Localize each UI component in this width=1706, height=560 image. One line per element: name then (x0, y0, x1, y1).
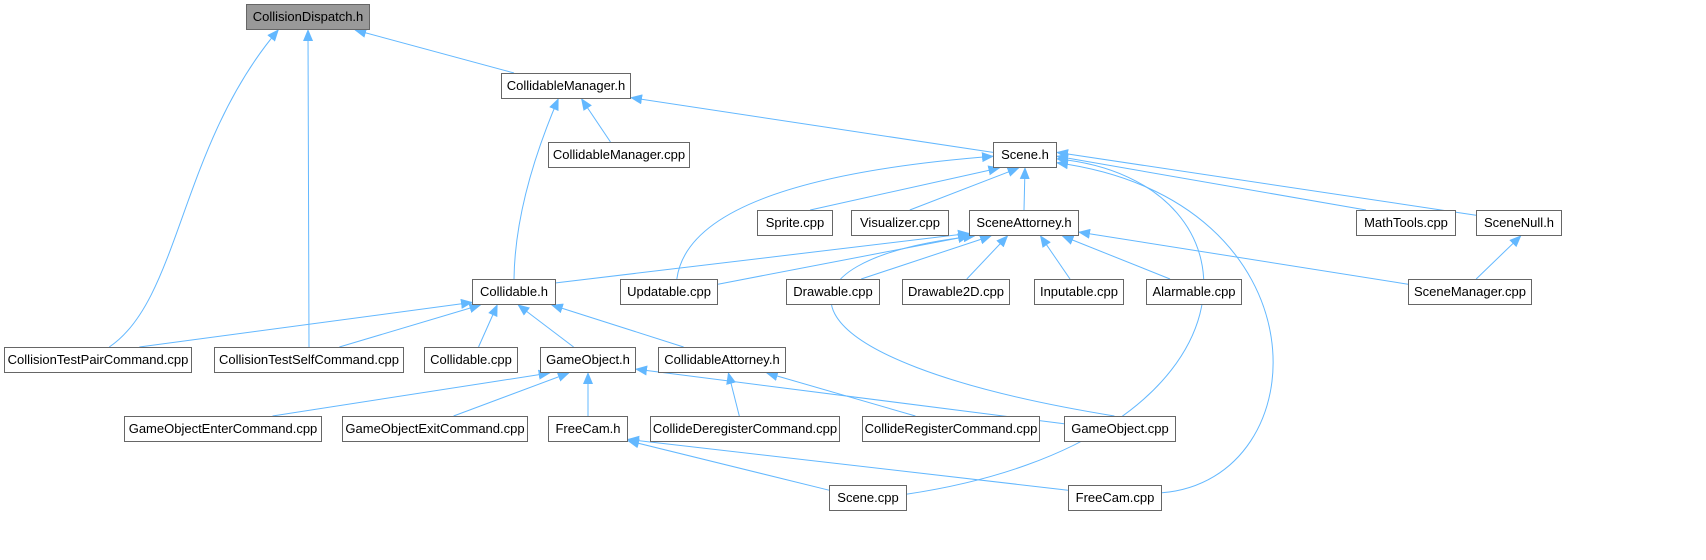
node-drawable2d_cpp[interactable]: Drawable2D.cpp (902, 279, 1010, 305)
edge-sprite_cpp-to-scene_h (810, 165, 1001, 211)
edge-drawable_cpp-to-sceneattorney_h (861, 234, 992, 280)
edge-collidablemanager_cpp-to-collidablemanager_h (581, 98, 611, 143)
edge-collidableattorney_h-to-collidable_h (550, 303, 684, 348)
edge-alarmable_cpp-to-sceneattorney_h (1061, 235, 1171, 280)
edge-collisiontestpaircommand_cpp-to-collisiondispatch_h (109, 29, 279, 348)
edge-collideregistercommand_cpp-to-collidableattorney_h (765, 371, 916, 417)
edge-updatable_cpp-to-scene_h (676, 152, 994, 280)
node-scenenull_h[interactable]: SceneNull.h (1476, 210, 1562, 236)
node-gameobjectexitcommand_cpp[interactable]: GameObjectExitCommand.cpp (342, 416, 528, 442)
edge-collidable_h-to-sceneattorney_h (555, 229, 970, 284)
edge-collidablemanager_h-to-collisiondispatch_h (354, 28, 515, 74)
node-drawable_cpp[interactable]: Drawable.cpp (786, 279, 880, 305)
node-collisiontestselfcommand_cpp[interactable]: CollisionTestSelfCommand.cpp (214, 347, 404, 373)
node-collidablemanager_cpp[interactable]: CollidableManager.cpp (548, 142, 690, 168)
edge-gameobject_cpp-to-sceneattorney_h (830, 232, 1115, 417)
edge-scene_h-to-collidablemanager_h (630, 94, 994, 153)
node-collidableattorney_h[interactable]: CollidableAttorney.h (658, 347, 786, 373)
node-colliderderegistercommand_cpp[interactable]: CollideDeregisterCommand.cpp (650, 416, 840, 442)
edge-freecam_cpp-to-freecam_h (627, 435, 1069, 491)
node-gameobject_cpp[interactable]: GameObject.cpp (1064, 416, 1176, 442)
node-collisiontestpaircommand_cpp[interactable]: CollisionTestPairCommand.cpp (4, 347, 192, 373)
node-freecam_h[interactable]: FreeCam.h (548, 416, 628, 442)
node-scenemanager_cpp[interactable]: SceneManager.cpp (1408, 279, 1532, 305)
node-scene_cpp[interactable]: Scene.cpp (829, 485, 907, 511)
edge-gameobject_h-to-collidable_h (517, 304, 574, 348)
edge-visualizer_cpp-to-scene_h (909, 167, 1020, 211)
edge-gameobjectexitcommand_cpp-to-gameobject_h (453, 372, 570, 417)
edge-freecam_cpp-to-scene_h (1056, 159, 1274, 494)
edge-scene_cpp-to-freecam_h (627, 438, 830, 491)
edge-collisiontestselfcommand_cpp-to-collidable_h (339, 303, 482, 348)
edge-mathtools_cpp-to-scene_h (1056, 153, 1367, 211)
edge-gameobject_cpp-to-gameobject_h (635, 365, 1065, 425)
edge-scenenull_h-to-scene_h (1056, 149, 1477, 216)
edge-scenemanager_cpp-to-scenenull_h (1475, 235, 1522, 280)
edge-colliderderegistercommand_cpp-to-collidableattorney_h (726, 372, 740, 417)
node-gameobject_h[interactable]: GameObject.h (540, 347, 636, 373)
node-mathtools_cpp[interactable]: MathTools.cpp (1356, 210, 1456, 236)
node-inputable_cpp[interactable]: Inputable.cpp (1034, 279, 1124, 305)
edge-scenemanager_cpp-to-sceneattorney_h (1078, 228, 1409, 285)
node-collidable_h[interactable]: Collidable.h (472, 279, 556, 305)
edge-collidable_h-to-collidablemanager_h (513, 98, 559, 280)
edge-collisiontestselfcommand_cpp-to-collisiondispatch_h (303, 29, 314, 348)
node-updatable_cpp[interactable]: Updatable.cpp (620, 279, 718, 305)
edge-drawable2d_cpp-to-sceneattorney_h (966, 235, 1009, 280)
node-collidable_cpp[interactable]: Collidable.cpp (424, 347, 518, 373)
node-alarmable_cpp[interactable]: Alarmable.cpp (1146, 279, 1242, 305)
node-freecam_cpp[interactable]: FreeCam.cpp (1068, 485, 1162, 511)
edge-collidable_cpp-to-collidable_h (478, 304, 498, 348)
edge-collisiontestpaircommand_cpp-to-collidable_h (139, 298, 473, 348)
edge-inputable_cpp-to-sceneattorney_h (1039, 235, 1071, 280)
node-sprite_cpp[interactable]: Sprite.cpp (757, 210, 833, 236)
node-collideregistercommand_cpp[interactable]: CollideRegisterCommand.cpp (862, 416, 1040, 442)
edge-sceneattorney_h-to-scene_h (1019, 167, 1030, 211)
edge-gameobjectentercommand_cpp-to-gameobject_h (272, 369, 551, 417)
node-visualizer_cpp[interactable]: Visualizer.cpp (851, 210, 949, 236)
edge-scene_cpp-to-scene_h (906, 154, 1205, 495)
node-scene_h[interactable]: Scene.h (993, 142, 1057, 168)
node-gameobjectentercommand_cpp[interactable]: GameObjectEnterCommand.cpp (124, 416, 322, 442)
edge-updatable_cpp-to-sceneattorney_h (717, 233, 970, 285)
node-collidablemanager_h[interactable]: CollidableManager.h (501, 73, 631, 99)
node-collisiondispatch_h: CollisionDispatch.h (246, 4, 370, 30)
node-sceneattorney_h[interactable]: SceneAttorney.h (969, 210, 1079, 236)
